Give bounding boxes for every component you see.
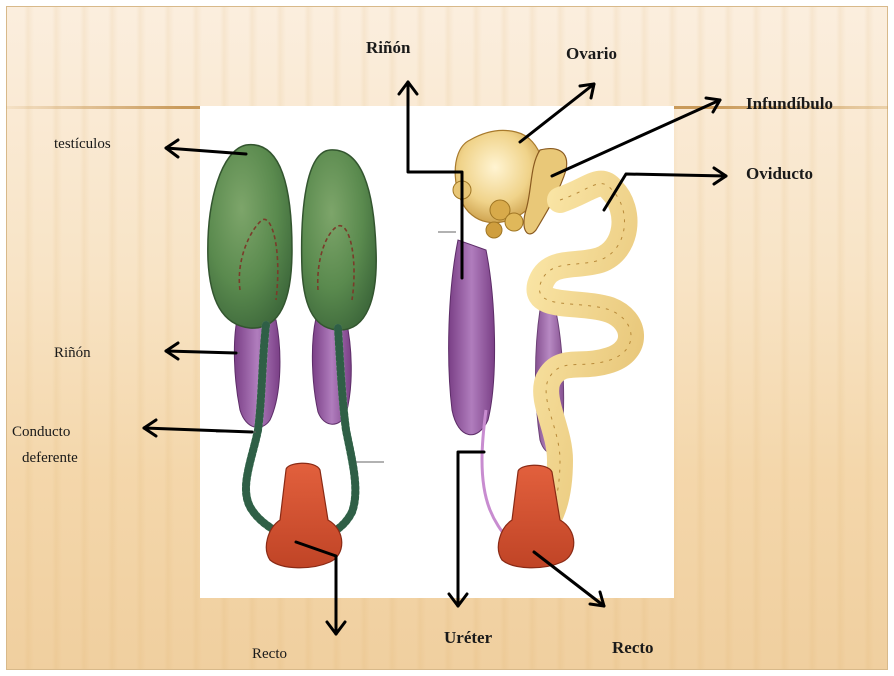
arrow-ovario	[520, 84, 594, 142]
right-testis	[302, 150, 377, 330]
arrow-rinon-top	[408, 82, 462, 278]
label-conducto-line2: deferente	[22, 450, 78, 467]
label-rinon-top: Riñón	[366, 38, 410, 58]
arrow-rinon-left	[166, 351, 236, 353]
kidney-female	[449, 240, 495, 435]
label-ovario: Ovario	[566, 44, 617, 64]
label-ureter: Uréter	[444, 628, 492, 648]
label-recto-left: Recto	[252, 646, 287, 663]
arrow-recto-right	[534, 552, 604, 606]
label-testiculos: testículos	[54, 136, 111, 153]
arrow-conducto-deferente	[144, 428, 252, 432]
arrow-infundibulo	[552, 100, 720, 176]
label-infundibulo: Infundíbulo	[746, 94, 833, 114]
label-recto-right: Recto	[612, 638, 654, 658]
arrow-ureter	[458, 452, 484, 606]
rectum-male	[266, 463, 341, 568]
label-oviducto: Oviducto	[746, 164, 813, 184]
label-rinon-left: Riñón	[54, 345, 91, 362]
left-testis	[208, 145, 292, 328]
label-conducto-line1: Conducto	[12, 424, 70, 441]
